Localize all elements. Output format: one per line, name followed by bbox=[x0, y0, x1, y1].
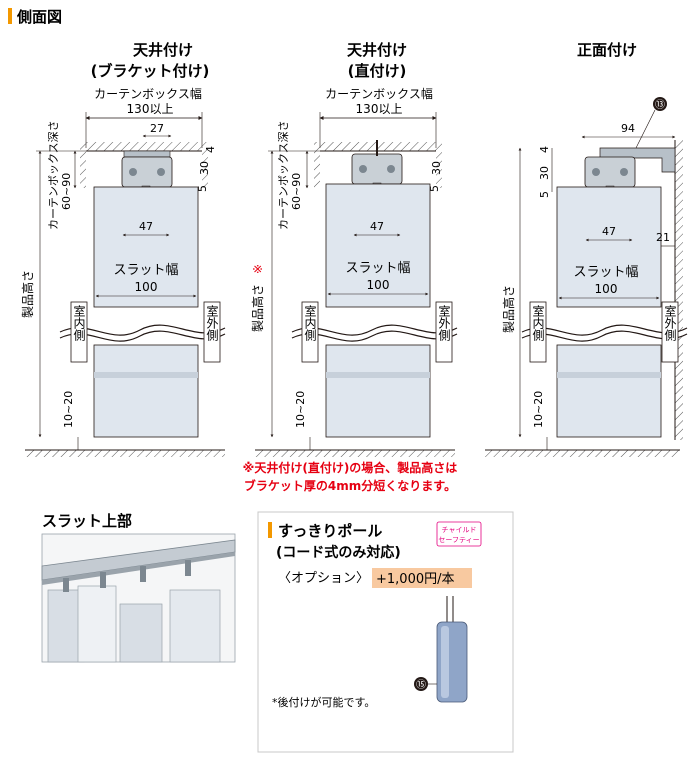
panel1-product-height: 製品高さ bbox=[20, 270, 35, 318]
pole-title-line1: すっきりポール bbox=[278, 522, 382, 540]
panel3-dim-94: 94 bbox=[621, 122, 635, 135]
pole-retrofit-note: *後付けが可能です。 bbox=[272, 695, 375, 709]
panel3-indoor: 室内側 bbox=[531, 304, 545, 341]
slat-4 bbox=[169, 589, 221, 663]
note-line2: ブラケット厚の4mm分短くなります。 bbox=[244, 478, 456, 493]
panel1-box-depth-label: カーテンボックス深さ bbox=[47, 120, 60, 230]
panel-ceiling-bracket: 天井付け (ブラケット付け) カーテンボックス幅 130以上 27 4 30 5… bbox=[20, 41, 226, 457]
pole-price: +1,000円/本 bbox=[376, 572, 455, 587]
slat-top-title: スラット上部 bbox=[42, 512, 132, 530]
pole-price-bg bbox=[372, 568, 472, 588]
child-safety-badge bbox=[436, 521, 482, 547]
panel3-dim-21: 21 bbox=[656, 231, 670, 244]
panel2-dim-5: 5 bbox=[428, 185, 441, 192]
pole-title-line2: (コード式のみ対応) bbox=[276, 544, 401, 561]
panel1-dim-30: 30 bbox=[198, 161, 211, 175]
panel1-box-right-wall bbox=[202, 142, 208, 188]
badge-line2: セーフティー bbox=[438, 536, 479, 544]
panel2-outdoor: 室外側 bbox=[437, 304, 451, 341]
pole-callout: ⑮ bbox=[416, 679, 426, 691]
panel2-note-mark: ※ bbox=[251, 264, 265, 274]
panel3-product-height: 製品高さ bbox=[501, 285, 516, 333]
panel2-box-width-label: カーテンボックス幅 bbox=[325, 86, 433, 101]
panel-ceiling-direct: 天井付け (直付け) カーテンボックス幅 130以上 30 5 カーテンボックス… bbox=[250, 41, 458, 457]
panel3-wall bbox=[675, 140, 683, 440]
panel1-dim-4: 4 bbox=[204, 146, 217, 153]
badge-line1: チャイルド bbox=[442, 526, 477, 534]
pole-option-frame bbox=[257, 511, 514, 753]
panel1-title-line2: (ブラケット付け) bbox=[91, 62, 210, 80]
panel1-floor bbox=[25, 450, 225, 457]
slat-2 bbox=[77, 585, 117, 663]
panel1-box-width-label: カーテンボックス幅 bbox=[94, 86, 202, 101]
section-accent-bar bbox=[8, 8, 12, 24]
panel1-slat-bottom bbox=[93, 344, 199, 438]
pole-option-label: 〈オプション〉 bbox=[278, 571, 369, 586]
panel1-dim-27: 27 bbox=[150, 122, 164, 135]
panel1-gap: 10~20 bbox=[62, 391, 75, 428]
panel3-slat-label: スラット幅 bbox=[573, 265, 638, 280]
panel2-box-width-value: 130以上 bbox=[356, 102, 403, 116]
panel1-indoor: 室内側 bbox=[72, 304, 86, 341]
panel3-title: 正面付け bbox=[577, 41, 637, 59]
panel2-slat-label: スラット幅 bbox=[345, 261, 410, 276]
panel1-slat-top bbox=[93, 186, 199, 308]
panel2-indoor: 室内側 bbox=[303, 304, 317, 341]
panel3-slat-value: 100 bbox=[595, 282, 618, 296]
panel2-dim-30: 30 bbox=[430, 161, 443, 175]
panel1-slat-label: スラット幅 bbox=[113, 263, 178, 278]
panel2-slat-value: 100 bbox=[367, 278, 390, 292]
panel1-outdoor: 室外側 bbox=[205, 304, 219, 341]
panel1-ceiling bbox=[86, 142, 202, 151]
panel2-title-line1: 天井付け bbox=[347, 41, 407, 59]
panel1-dim-5: 5 bbox=[196, 185, 209, 192]
pole-option-section: すっきりポール (コード式のみ対応) チャイルド セーフティー 〈オプション〉 … bbox=[257, 511, 514, 753]
panel1-dim-47: 47 bbox=[139, 220, 153, 233]
panel1-bracket bbox=[123, 150, 171, 158]
panel1-title-line1: 天井付け bbox=[133, 41, 193, 59]
slat-3 bbox=[119, 603, 163, 663]
panel3-dim-4: 4 bbox=[538, 146, 551, 153]
panel2-box-depth-value: 60~90 bbox=[290, 173, 303, 210]
panel1-slat-value: 100 bbox=[135, 280, 158, 294]
section-title: 側面図 bbox=[16, 8, 62, 26]
panel1-box-left-wall bbox=[80, 142, 86, 188]
panel3-gap: 10~20 bbox=[532, 391, 545, 428]
panel2-box-depth-label: カーテンボックス深さ bbox=[277, 120, 290, 230]
panel-front-mount: 正面付け ⑬ 94 4 30 5 47 21 スラット幅 100 室内側 bbox=[485, 41, 688, 457]
slat-top-section: スラット上部 bbox=[41, 512, 236, 663]
panel2-gap: 10~20 bbox=[294, 391, 307, 428]
panel3-outdoor: 室外側 bbox=[663, 304, 677, 341]
panel3-callout: ⑬ bbox=[655, 99, 665, 111]
panel3-dim-30: 30 bbox=[538, 166, 551, 180]
panel2-title-line2: (直付け) bbox=[348, 62, 407, 80]
panel1-box-depth-value: 60~90 bbox=[60, 173, 73, 210]
panel3-dim-5: 5 bbox=[538, 191, 551, 198]
panel1-box-width-value: 130以上 bbox=[127, 102, 174, 116]
panel2-dim-47: 47 bbox=[370, 220, 384, 233]
panel2-product-height: 製品高さ bbox=[250, 284, 265, 332]
note-line1: ※天井付け(直付け)の場合、製品高さは bbox=[243, 460, 458, 475]
panel3-dim-47: 47 bbox=[602, 225, 616, 238]
